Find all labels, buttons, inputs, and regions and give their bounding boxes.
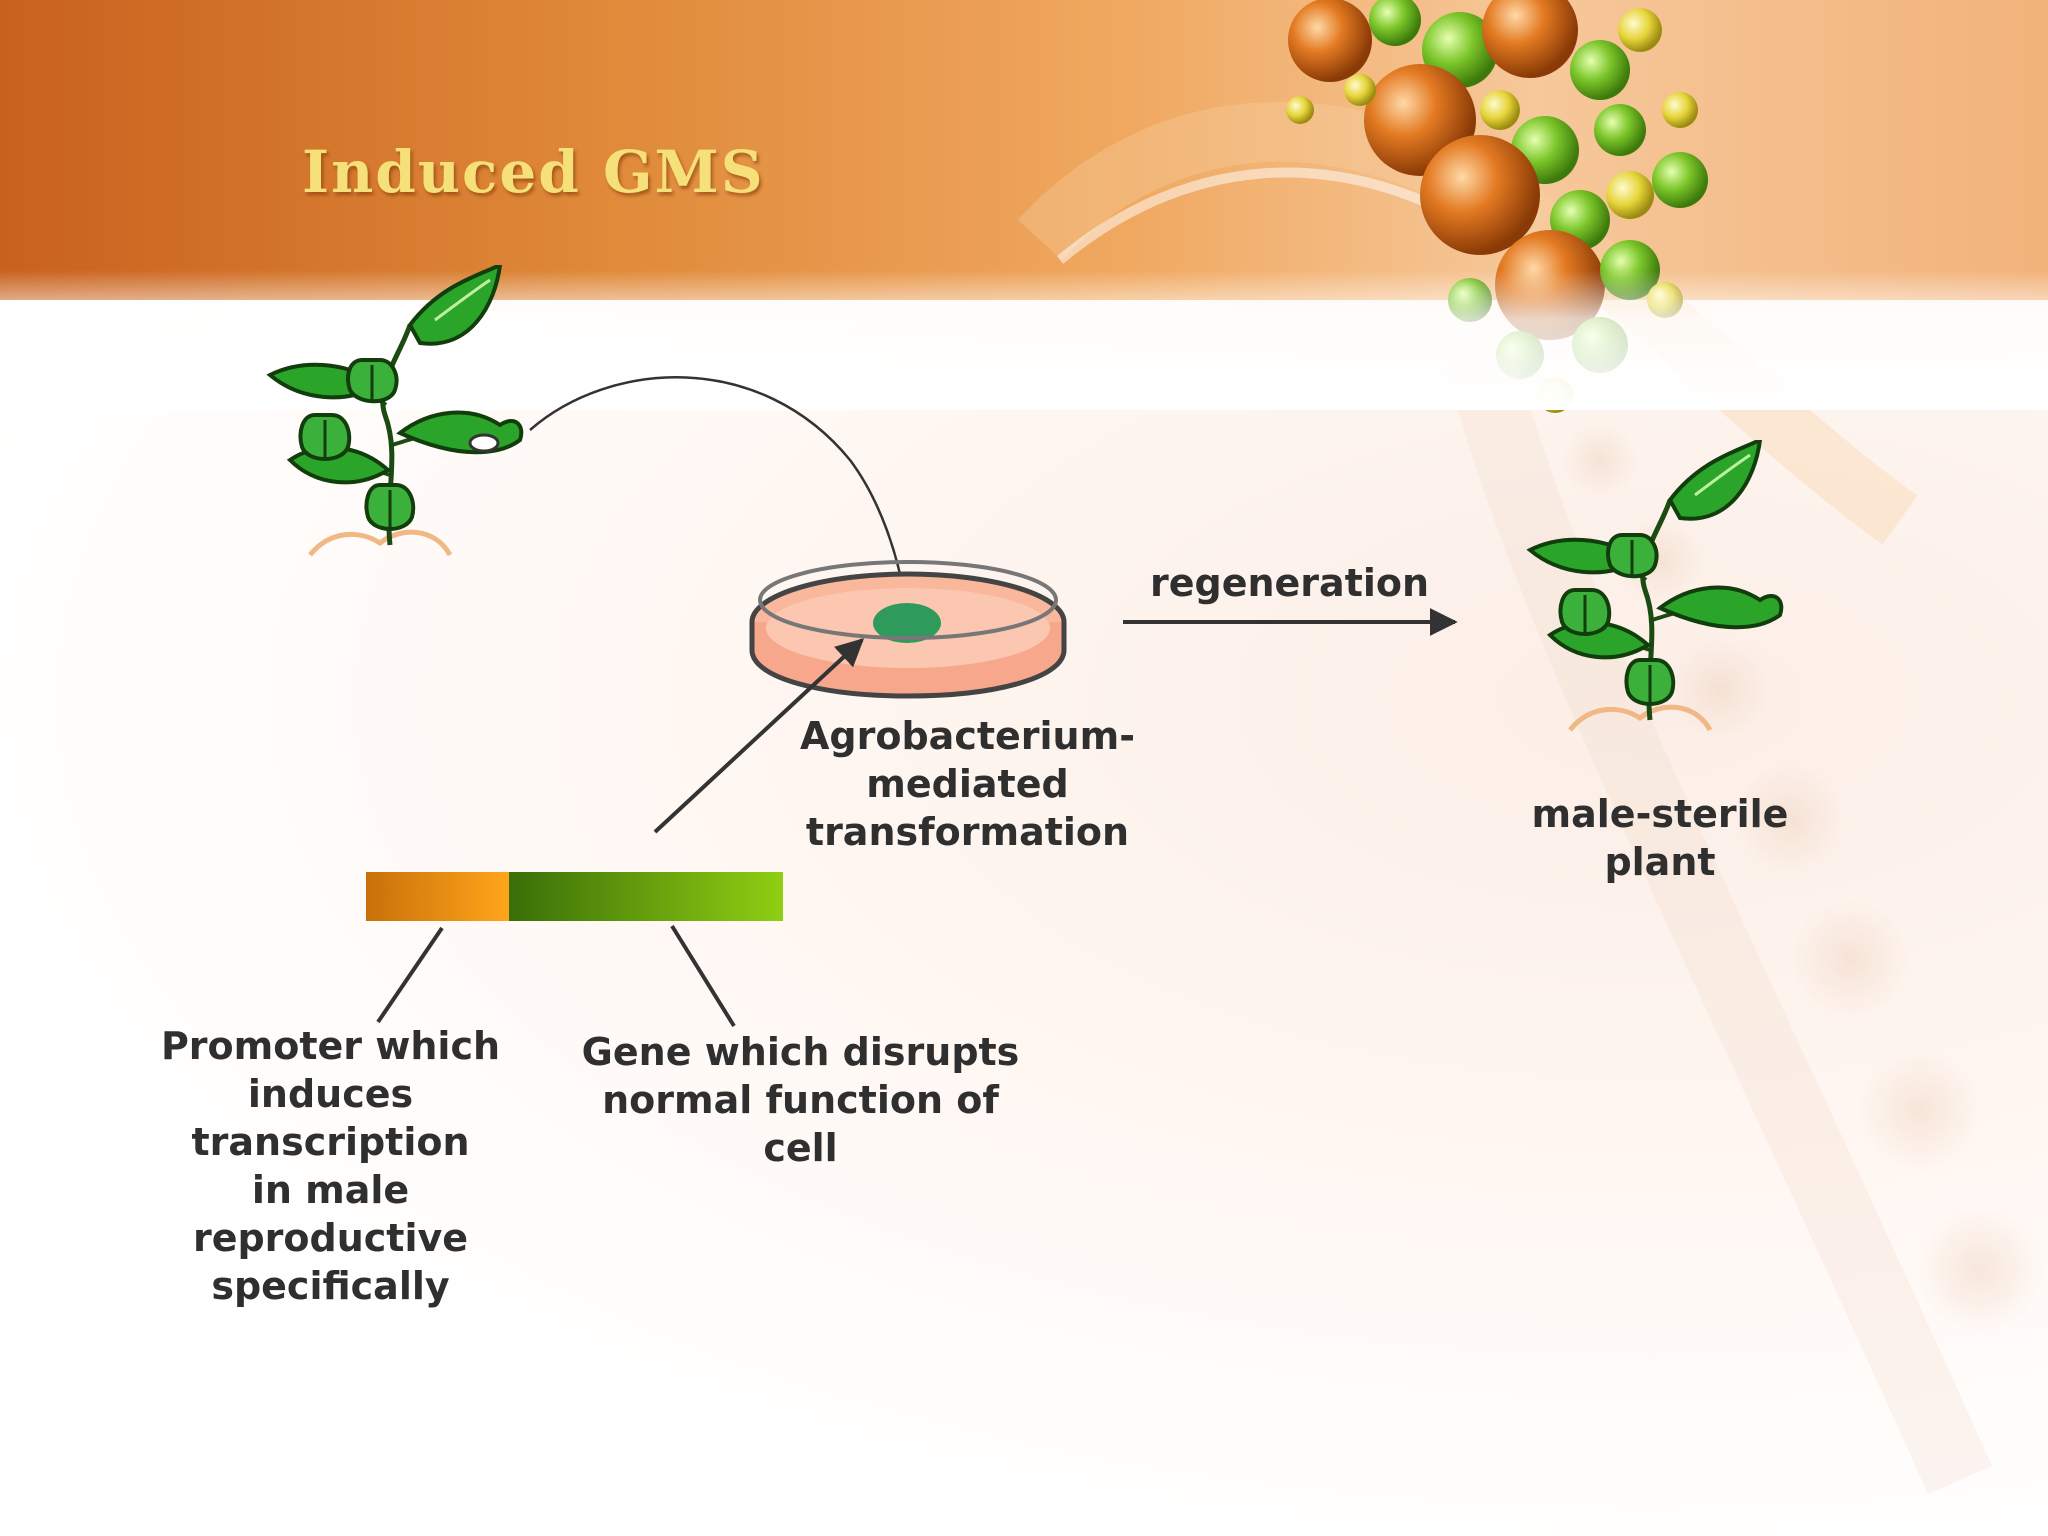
process-label-line-2: mediated bbox=[866, 762, 1069, 806]
transformation-arrow bbox=[653, 638, 865, 834]
regeneration-label: regeneration bbox=[1150, 561, 1430, 605]
gene-segment bbox=[509, 872, 783, 921]
gene-pointer-line bbox=[670, 924, 736, 1028]
gene-label: Gene which disrupts normal function of c… bbox=[568, 1028, 1033, 1172]
process-label-line-1: Agrobacterium- bbox=[800, 714, 1135, 758]
gene-label-line-2: normal function of cell bbox=[602, 1078, 999, 1170]
promoter-pointer-line bbox=[376, 926, 444, 1024]
gene-construct bbox=[366, 872, 783, 921]
promoter-segment bbox=[366, 872, 509, 921]
process-label: Agrobacterium- mediated transformation bbox=[800, 712, 1135, 856]
promoter-label-line-2: induces transcription bbox=[191, 1072, 470, 1164]
male-sterile-plant-icon bbox=[1530, 440, 1781, 730]
result-label-line-2: plant bbox=[1604, 840, 1716, 884]
transformed-colony bbox=[873, 603, 941, 643]
slide-title: Induced GMS bbox=[302, 138, 765, 206]
petri-dish-icon bbox=[749, 560, 1067, 699]
result-label-line-1: male-sterile bbox=[1531, 792, 1789, 836]
result-label: male-sterile plant bbox=[1520, 790, 1800, 886]
leaf-disc-icon bbox=[468, 433, 500, 453]
explant-path-line bbox=[529, 376, 907, 601]
promoter-label: Promoter which induces transcription in … bbox=[118, 1022, 543, 1310]
promoter-label-line-4: specifically bbox=[211, 1264, 450, 1308]
promoter-label-line-3: in male reproductive bbox=[192, 1168, 469, 1260]
gene-label-line-1: Gene which disrupts bbox=[581, 1030, 1020, 1074]
promoter-label-line-1: Promoter which bbox=[160, 1024, 501, 1068]
header-banner bbox=[0, 0, 2048, 300]
process-label-line-3: transformation bbox=[805, 810, 1130, 854]
source-plant-icon bbox=[270, 265, 521, 555]
